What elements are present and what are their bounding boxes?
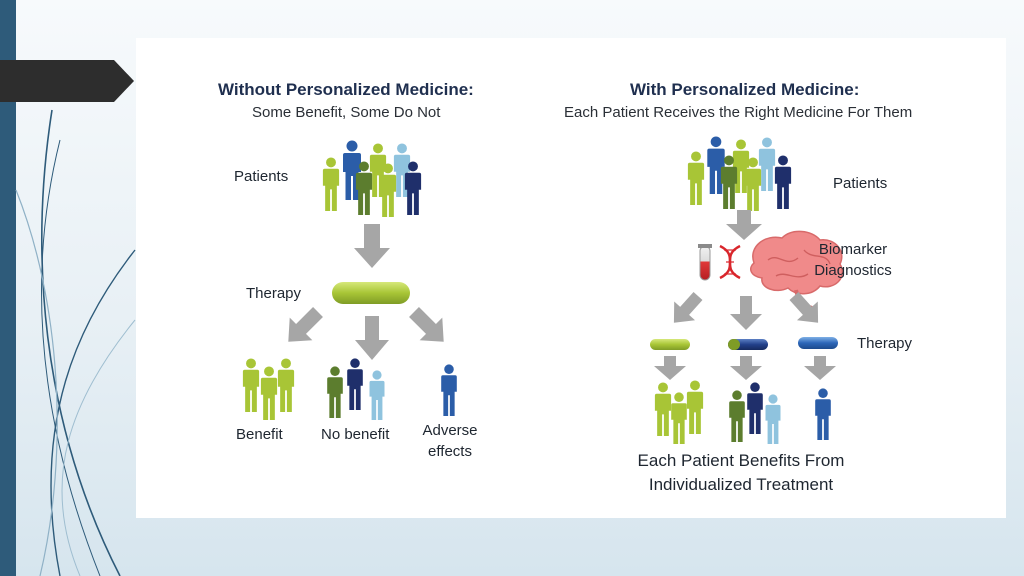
right-patients-group-icon xyxy=(687,136,792,211)
outcome-benefit-label: Benefit xyxy=(236,426,283,443)
left-title: Without Personalized Medicine: xyxy=(218,80,474,99)
therapy-pill-navy-icon xyxy=(728,339,768,350)
left-arrow-down-icon xyxy=(354,224,390,268)
slide-tag-arrow xyxy=(0,60,134,102)
footer-line-1: Each Patient Benefits From xyxy=(637,451,845,470)
right-benefit-group-mixed-icon xyxy=(729,382,781,444)
outcome-adverse-effects-label: Adverse effects xyxy=(418,420,482,462)
left-subtitle: Some Benefit, Some Do Not xyxy=(252,104,441,121)
left-therapy-pill-icon xyxy=(332,282,410,304)
test-tube-icon xyxy=(698,244,712,281)
decorative-swirl-lines xyxy=(15,109,136,576)
adverse-effects-person-icon xyxy=(441,364,457,416)
right-benefit-person-blue-icon xyxy=(815,388,831,440)
footer-line-2: Individualized Treatment xyxy=(648,475,834,494)
right-arrow-down-center-icon xyxy=(730,296,762,330)
right-arrow-down-icon xyxy=(726,210,762,240)
personalized-medicine-figure: Without Personalized Medicine: Some Bene… xyxy=(136,38,1006,518)
left-arrow-down-center-icon xyxy=(355,316,389,360)
therapy-pill-blue-icon xyxy=(798,337,838,349)
dna-helix-icon xyxy=(719,244,741,280)
biomarker-line-2: Diagnostics xyxy=(814,262,892,279)
right-small-arrow-1-icon xyxy=(654,356,686,380)
left-therapy-label: Therapy xyxy=(246,285,302,302)
right-arrow-down-left-icon xyxy=(673,291,703,323)
therapy-pill-lime-icon xyxy=(650,339,690,350)
no-benefit-group-icon xyxy=(327,358,385,420)
brain-icon xyxy=(749,230,843,310)
right-small-arrow-3-icon xyxy=(804,356,836,380)
slide-left-bar xyxy=(0,0,16,576)
right-patients-label: Patients xyxy=(833,175,888,192)
right-benefit-group-lime-icon xyxy=(654,380,704,444)
biomarker-diagnostics-label: Biomarker Diagnostics xyxy=(808,239,898,281)
right-arrow-down-right-icon xyxy=(789,291,819,323)
left-patients-label: Patients xyxy=(234,168,289,185)
outcome-adverse-line-2: effects xyxy=(428,443,472,460)
left-arrow-down-right-icon xyxy=(409,307,444,342)
outcome-no-benefit-label: No benefit xyxy=(321,426,390,443)
biomarker-line-1: Biomarker xyxy=(818,241,888,258)
right-title: With Personalized Medicine: xyxy=(630,80,860,99)
right-subtitle: Each Patient Receives the Right Medicine… xyxy=(564,104,913,121)
figure-artwork xyxy=(242,136,843,444)
left-patients-group-icon xyxy=(322,140,422,217)
right-therapy-label: Therapy xyxy=(857,335,913,352)
outcome-adverse-line-1: Adverse xyxy=(422,422,478,439)
right-small-arrow-2-icon xyxy=(730,356,762,380)
left-arrow-down-left-icon xyxy=(288,307,323,342)
right-footer-caption: Each Patient Benefits From Individualize… xyxy=(596,449,886,497)
benefit-group-icon xyxy=(242,358,295,420)
